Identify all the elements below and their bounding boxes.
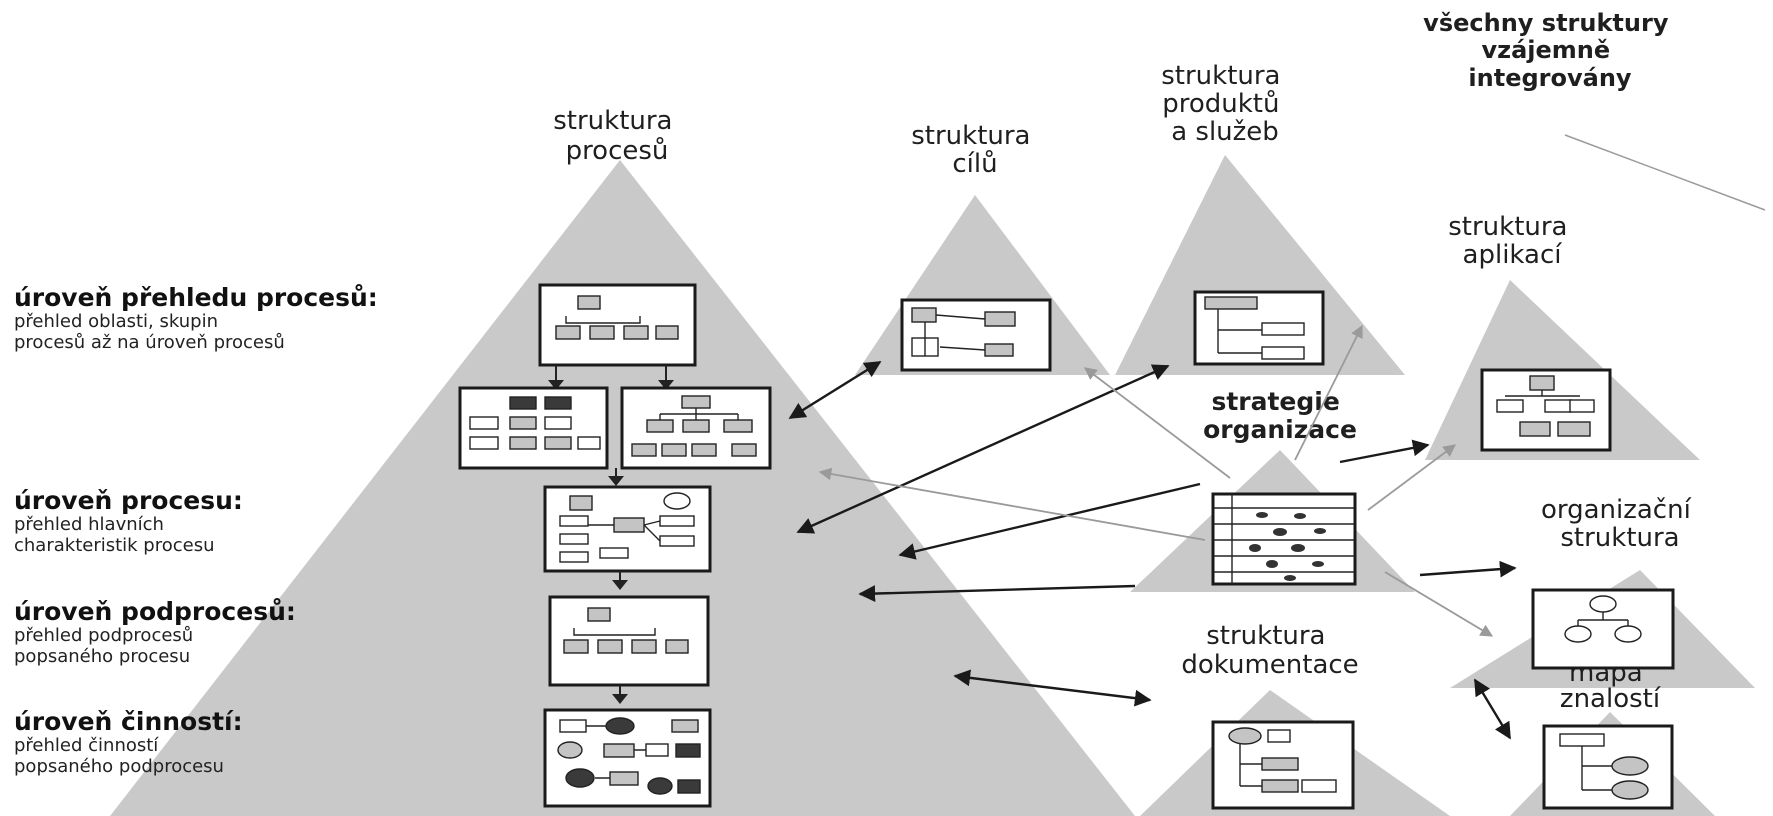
flow-arrow-activity xyxy=(612,685,628,704)
level-activity: úroveň činností: přehled činností popsan… xyxy=(14,707,243,777)
thumb-process-tree xyxy=(620,386,772,470)
arrow-strategy-processes-low xyxy=(858,584,1136,602)
connection-arrows xyxy=(788,134,1766,740)
flow-arrow-overview-left xyxy=(548,365,564,390)
thumb-goals xyxy=(900,298,1052,372)
thumb-subprocess xyxy=(548,595,710,687)
integration-note: všechny struktury vzájemně integrovány xyxy=(1423,9,1677,92)
level-activity-desc: přehled činností popsaného podprocesu xyxy=(14,735,224,777)
arrow-strategy-processes xyxy=(898,482,1201,560)
thumb-strategy xyxy=(1211,492,1357,586)
thumb-products xyxy=(1193,290,1325,366)
level-process: úroveň procesu: přehled hlavních charakt… xyxy=(14,486,243,556)
thumb-knowledge xyxy=(1542,724,1674,810)
thumb-process-overview xyxy=(538,283,697,367)
flow-arrow-subprocess xyxy=(612,571,628,590)
arrow-strategy-processes-light xyxy=(818,467,1206,541)
arrow-processes-goals xyxy=(788,360,882,420)
label-goals: struktura cílů xyxy=(911,121,1039,179)
arrow-organization-knowledge xyxy=(1473,678,1512,740)
flow-arrow-overview-right xyxy=(658,365,674,390)
arrow-processes-documentation xyxy=(953,669,1152,707)
thumb-applications xyxy=(1480,368,1612,452)
arrow-strategy-organization-light xyxy=(1384,571,1494,637)
thumb-activity xyxy=(543,708,712,808)
level-activity-title: úroveň činností: xyxy=(14,707,243,736)
label-organization: organizační struktura xyxy=(1541,495,1699,553)
label-applications: struktura aplikací xyxy=(1448,212,1576,270)
level-overview-desc: přehled oblasti, skupin procesů až na úr… xyxy=(14,311,285,353)
pointer-line-integration xyxy=(1564,134,1766,211)
level-overview-title: úroveň přehledu procesů: xyxy=(14,283,378,312)
level-subprocess: úroveň podprocesů: přehled podprocesů po… xyxy=(14,597,296,667)
arrow-strategy-organization xyxy=(1419,560,1517,578)
arrow-strategy-applications xyxy=(1339,439,1430,464)
level-overview: úroveň přehledu procesů: přehled oblasti… xyxy=(14,283,378,353)
label-documentation: struktura dokumentace xyxy=(1181,621,1358,680)
label-strategy: strategie organizace xyxy=(1203,387,1357,444)
arrow-strategy-applications-light xyxy=(1367,444,1457,511)
level-subprocess-desc: přehled podprocesů popsaného procesu xyxy=(14,625,199,667)
thumb-documentation xyxy=(1211,720,1355,810)
thumb-process-detail xyxy=(543,485,712,573)
arrow-processes-products xyxy=(796,364,1170,534)
arrow-strategy-goals-light xyxy=(1083,367,1231,479)
thumb-organization xyxy=(1531,588,1675,670)
thumb-process-groups xyxy=(458,386,609,470)
level-process-title: úroveň procesu: xyxy=(14,486,243,515)
level-process-desc: přehled hlavních charakteristik procesu xyxy=(14,514,215,556)
label-products: struktura produktů a služeb xyxy=(1161,61,1289,147)
flow-arrow-process xyxy=(608,468,624,486)
pyramid-products xyxy=(1115,155,1405,375)
level-subprocess-title: úroveň podprocesů: xyxy=(14,597,296,626)
label-processes: struktura procesů xyxy=(553,106,681,166)
arrow-strategy-products-light xyxy=(1294,324,1363,461)
